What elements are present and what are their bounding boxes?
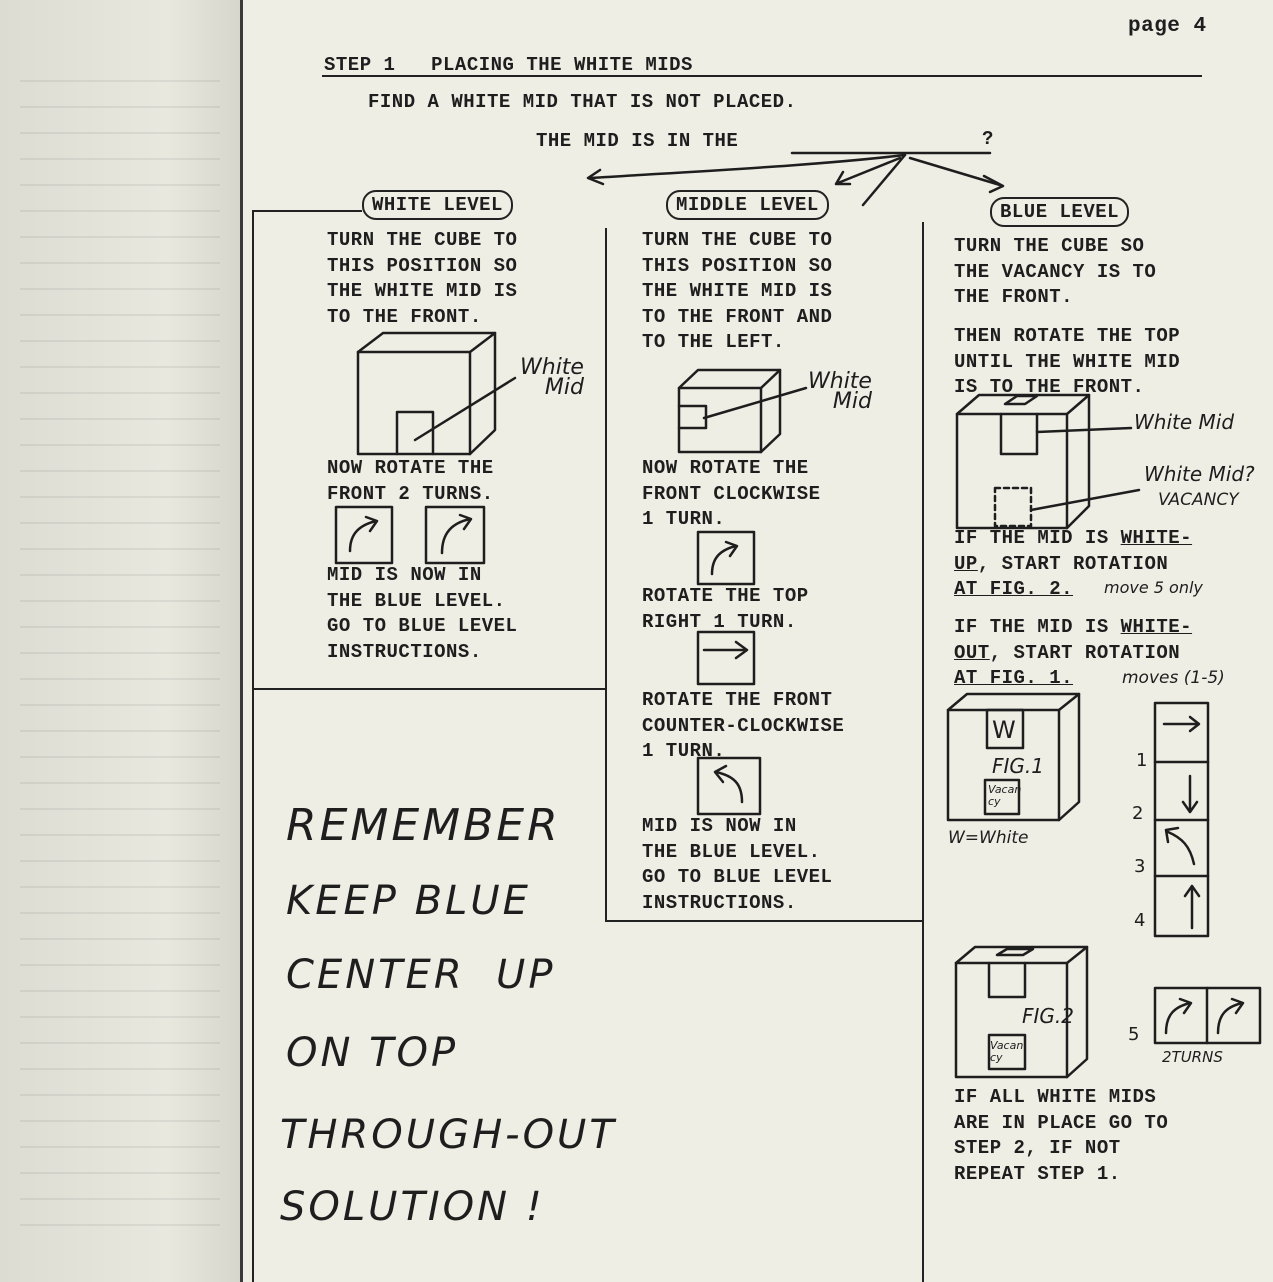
fig1-vacancy-label: Vacan cy [988,783,1022,808]
fig1-label: FIG.1 [992,754,1044,778]
fig1-w-label: W [992,716,1016,744]
white-level-header: WHITE LEVEL [362,190,513,220]
left-frame-top [252,210,362,212]
middle-bottom-rule [605,920,924,922]
intro-line-2: THE MID IS IN THE [536,130,739,152]
white-instruction-3: MID IS NOW IN THE BLUE LEVEL. GO TO BLUE… [327,564,518,663]
top-right-turn-icon [696,630,756,686]
fig1-legend: W=White [948,828,1029,848]
counter-clockwise-turn-icon [696,756,762,816]
column-divider-left [605,228,607,921]
move-number-2: 2 [1132,803,1144,824]
middle-level-cube-icon [677,368,808,454]
move-sequence-icon [1153,701,1210,938]
column-divider-right [922,222,924,1282]
move-number-3: 3 [1134,856,1146,877]
blue-level-header: BLUE LEVEL [990,197,1130,227]
bleed-through-text [20,80,220,1230]
white-instruction-1: TURN THE CUBE TO THIS POSITION SO THE WH… [327,229,518,328]
two-turns-icon [1153,986,1262,1045]
middle-instruction-1: TURN THE CUBE TO THIS POSITION SO THE WH… [642,229,833,353]
title-rule [322,75,1202,77]
middle-instruction-5: MID IS NOW IN THE BLUE LEVEL. GO TO BLUE… [642,815,833,914]
blue-condition-1: IF THE MID IS WHITE- UP, START ROTATION … [954,527,1193,600]
move-number-4: 4 [1134,910,1146,931]
middle-instruction-4: ROTATE THE FRONT COUNTER-CLOCKWISE 1 TUR… [642,689,845,762]
branch-arrows-icon [586,151,1005,207]
remember-line-4: ON TOP [286,1030,459,1076]
page-number: page 4 [1128,15,1207,38]
middle-white-mid-label: White Mid [808,369,872,414]
clockwise-turn-icon [696,530,756,586]
move-5-only-note: move 5 only [1104,578,1203,597]
white-bottom-rule [252,688,606,690]
remember-line-2: KEEP BLUE [286,878,531,924]
remember-line-3: CENTER UP [286,952,556,998]
remember-line-6: SOLUTION ! [280,1184,545,1230]
binding-margin [0,0,240,1282]
blue-instruction-1: TURN THE CUBE SO THE VACANCY IS TO THE F… [954,235,1157,308]
blue-instruction-2: THEN ROTATE THE TOP UNTIL THE WHITE MID … [954,325,1181,398]
move-number-5: 5 [1128,1024,1140,1045]
step-title: STEP 1 PLACING THE WHITE MIDS [324,54,693,76]
intro-line-1: FIND A WHITE MID THAT IS NOT PLACED. [368,91,797,113]
fig1-cube-icon [946,692,1081,822]
remember-line-1: REMEMBER [286,800,561,851]
middle-instruction-2: NOW ROTATE THE FRONT CLOCKWISE 1 TURN. [642,457,821,530]
blue-white-mid-label-2: White Mid? [1144,462,1255,486]
question-mark: ? [982,128,994,150]
remember-line-5: THROUGH-OUT [280,1112,617,1158]
fig2-cube-icon [954,945,1089,1079]
white-instruction-2: NOW ROTATE THE FRONT 2 TURNS. [327,457,494,505]
fig2-vacancy-label: Vacan cy [990,1039,1024,1064]
white-level-cube-icon [356,331,517,456]
blue-condition-2: IF THE MID IS WHITE- OUT, START ROTATION… [954,616,1193,689]
blue-final-instruction: IF ALL WHITE MIDS ARE IN PLACE GO TO STE… [954,1086,1169,1185]
move-number-1: 1 [1136,750,1148,771]
two-turns-label: 2TURNS [1162,1048,1223,1066]
left-frame-rule [252,210,254,1282]
fig2-label: FIG.2 [1022,1004,1074,1028]
blue-white-mid-label: White Mid [1134,410,1235,434]
front-turn-icon-2 [424,505,486,565]
moves-1-5-note: moves (1-5) [1122,668,1225,688]
white-mid-label: White Mid [520,355,584,400]
front-turn-icon [334,505,394,565]
blue-level-cube-icon [955,393,1141,530]
middle-instruction-3: ROTATE THE TOP RIGHT 1 TURN. [642,585,809,633]
vacancy-label: VACANCY [1158,490,1239,510]
page-edge [240,0,243,1282]
middle-level-header: MIDDLE LEVEL [666,190,829,220]
